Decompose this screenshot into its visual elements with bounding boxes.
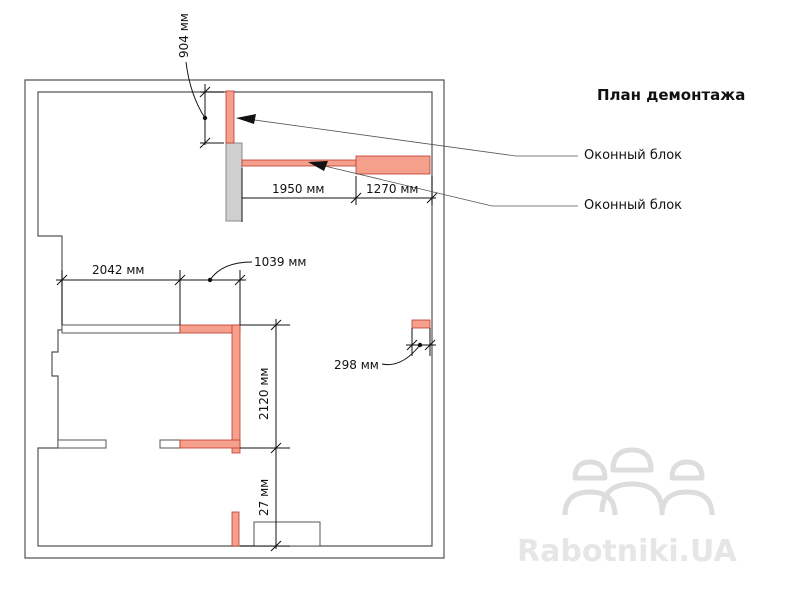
dim-904: 904 мм bbox=[177, 13, 191, 58]
dim-2042: 2042 мм bbox=[92, 263, 144, 277]
demolition-window-horizontal bbox=[241, 159, 357, 167]
demolition-window-block bbox=[355, 155, 431, 175]
demolition-elements bbox=[179, 90, 431, 547]
doorway-bottom bbox=[253, 521, 321, 547]
arrow-window-block-1 bbox=[236, 114, 256, 124]
partition-wall-bottom-mid bbox=[159, 439, 181, 449]
partition-wall-bottom-left bbox=[57, 439, 107, 449]
dim-2120: 2120 мм bbox=[257, 368, 271, 420]
demolition-wall-top bbox=[179, 324, 241, 334]
arrow-window-block-2 bbox=[308, 161, 328, 171]
dim-298: 298 мм bbox=[334, 358, 379, 372]
demolition-wall-lower bbox=[231, 511, 240, 547]
demolition-wall-bottom bbox=[179, 439, 241, 449]
demolition-window-vertical bbox=[225, 90, 235, 144]
demolition-wall-vertical bbox=[231, 324, 241, 454]
demolition-wall-right bbox=[411, 319, 431, 329]
watermark-logo bbox=[562, 447, 715, 516]
leader-lines bbox=[239, 117, 578, 207]
partition-wall-top bbox=[61, 324, 181, 334]
dim-27: 27 мм bbox=[257, 479, 271, 516]
label-window-block-1: Оконный блок bbox=[584, 148, 683, 163]
plan-title: План демонтажа bbox=[597, 86, 746, 104]
watermark-text: Rabotniki.UA bbox=[517, 534, 737, 569]
dimension-dots bbox=[202, 115, 423, 348]
dimension-lines bbox=[56, 61, 438, 552]
dim-1950: 1950 мм bbox=[272, 182, 324, 196]
label-window-block-2: Оконный блок bbox=[584, 198, 683, 213]
window-pier bbox=[225, 142, 243, 222]
dim-1039: 1039 мм bbox=[254, 255, 306, 269]
dim-1270: 1270 мм bbox=[366, 182, 418, 196]
